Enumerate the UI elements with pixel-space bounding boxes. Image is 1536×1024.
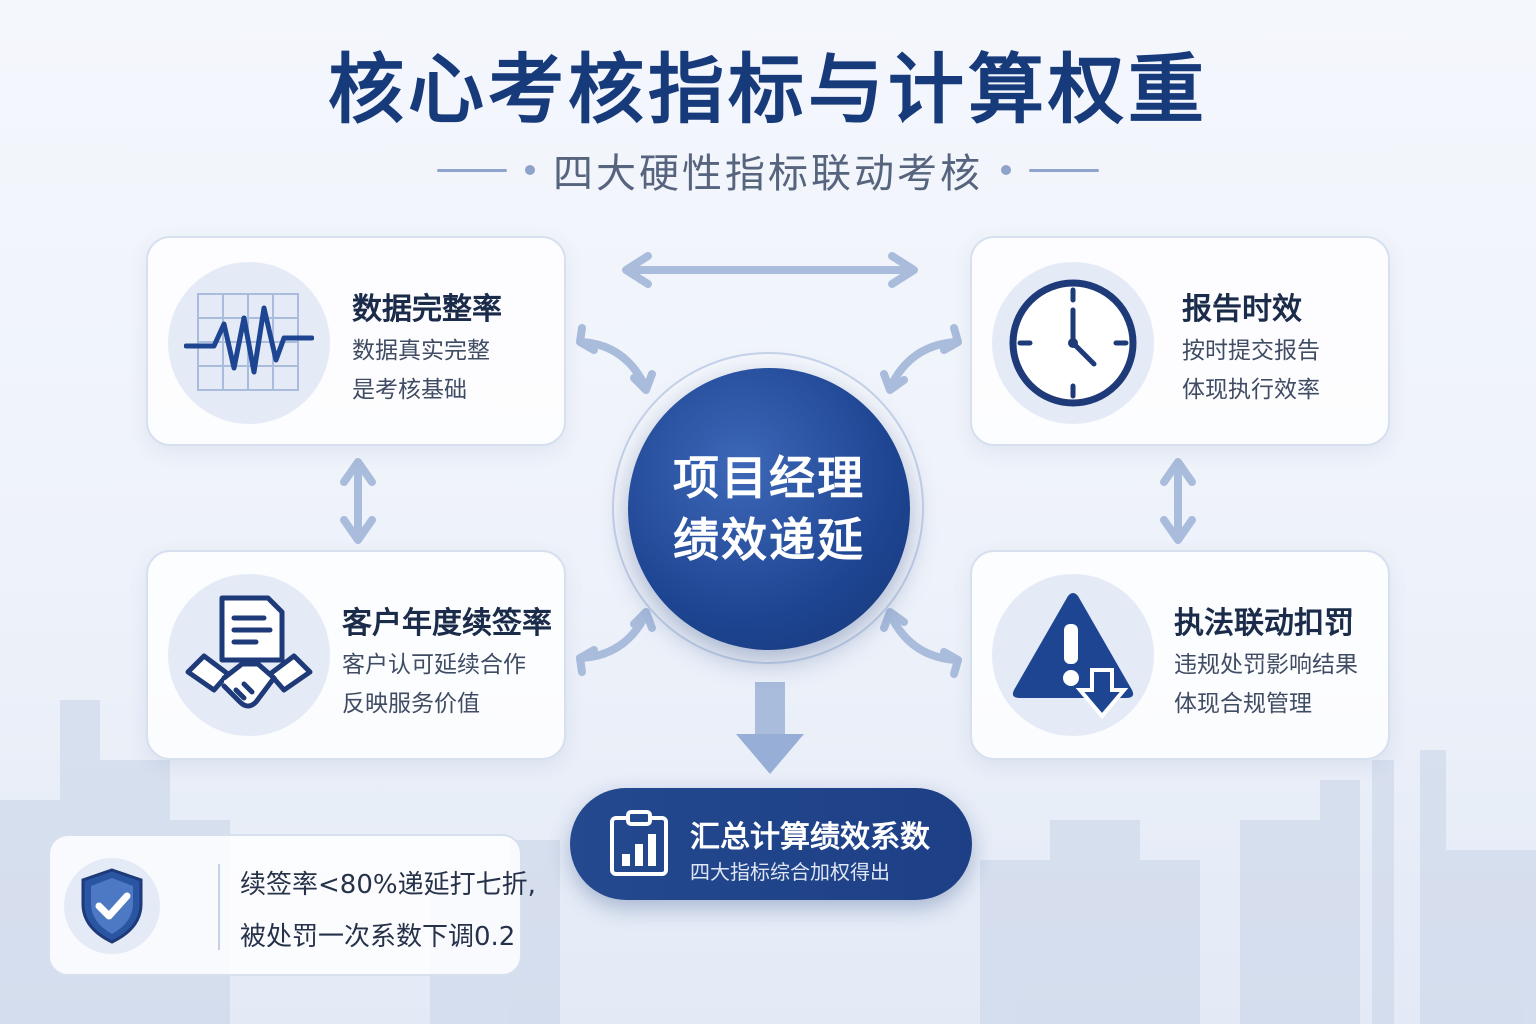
subtitle-right-line [1029,168,1099,172]
page-title: 核心考核指标与计算权重 [328,45,1208,134]
shield-check-icon [64,858,160,954]
card-data-integrity-title: 数据完整率 [352,292,502,327]
card-report-timeliness-desc1: 按时提交报告 [1182,338,1320,364]
card-enforcement-penalty[interactable]: 执法联动扣罚 违规处罚影响结果 体现合规管理 [970,550,1390,760]
handshake-document-icon [168,574,330,736]
card-report-timeliness-title: 报告时效 [1182,292,1302,327]
arrow-curve-top-right [888,338,960,388]
card-data-integrity-desc1: 数据真实完整 [352,338,490,364]
card-renewal-rate-desc2: 反映服务价值 [342,691,480,717]
subtitle-left-line [437,168,507,172]
arrow-top-right-head [888,252,918,288]
card-report-timeliness-desc2: 体现执行效率 [1182,377,1320,403]
summary-title: 汇总计算绩效系数 [690,820,930,855]
subtitle-right-dot [1001,165,1011,175]
arrow-down-to-summary [736,682,804,774]
card-renewal-rate-title: 客户年度续签率 [342,606,552,641]
arrow-curve-top-left [578,338,649,390]
card-renewal-rate-desc1: 客户认可延续合作 [342,652,526,678]
arrow-top-left-head [622,252,652,288]
arrow-curve-bottom-left [578,612,649,662]
center-node[interactable]: 项目经理 绩效递延 [628,368,910,650]
arrow-right-vertical-bottom-head [1160,516,1196,544]
warning-down-icon [992,574,1154,736]
card-report-timeliness[interactable]: 报告时效 按时提交报告 体现执行效率 [970,236,1390,446]
card-enforcement-penalty-title: 执法联动扣罚 [1174,606,1354,641]
note-divider [218,864,220,950]
summary-subtitle: 四大指标综合加权得出 [690,860,890,884]
note-line-1: 续签率<80%递延打七折, [240,870,536,900]
subtitle-row: 四大硬性指标联动考核 [0,140,1536,200]
card-data-integrity[interactable]: 数据完整率 数据真实完整 是考核基础 [146,236,566,446]
arrow-left-vertical-top-head [340,458,376,486]
card-enforcement-penalty-desc2: 体现合规管理 [1174,691,1312,717]
clipboard-chart-icon [610,810,668,876]
rule-note-box: 续签率<80%递延打七折, 被处罚一次系数下调0.2 [48,834,536,976]
summary-button[interactable]: 汇总计算绩效系数 四大指标综合加权得出 [570,788,972,900]
page-subtitle: 四大硬性指标联动考核 [553,151,983,197]
card-data-integrity-desc2: 是考核基础 [352,377,467,403]
arrow-curve-bottom-right [888,614,960,664]
clock-icon [992,262,1154,424]
center-line-2: 绩效递延 [673,513,865,567]
arrow-right-vertical-top-head [1160,458,1196,486]
center-line-1: 项目经理 [673,451,865,505]
subtitle-left-dot [525,165,535,175]
card-enforcement-penalty-desc1: 违规处罚影响结果 [1174,652,1358,678]
arrow-left-vertical-bottom-head [340,516,376,544]
pulse-chart-icon [168,262,330,424]
note-line-2: 被处罚一次系数下调0.2 [240,922,516,952]
card-renewal-rate[interactable]: 客户年度续签率 客户认可延续合作 反映服务价值 [146,550,566,760]
